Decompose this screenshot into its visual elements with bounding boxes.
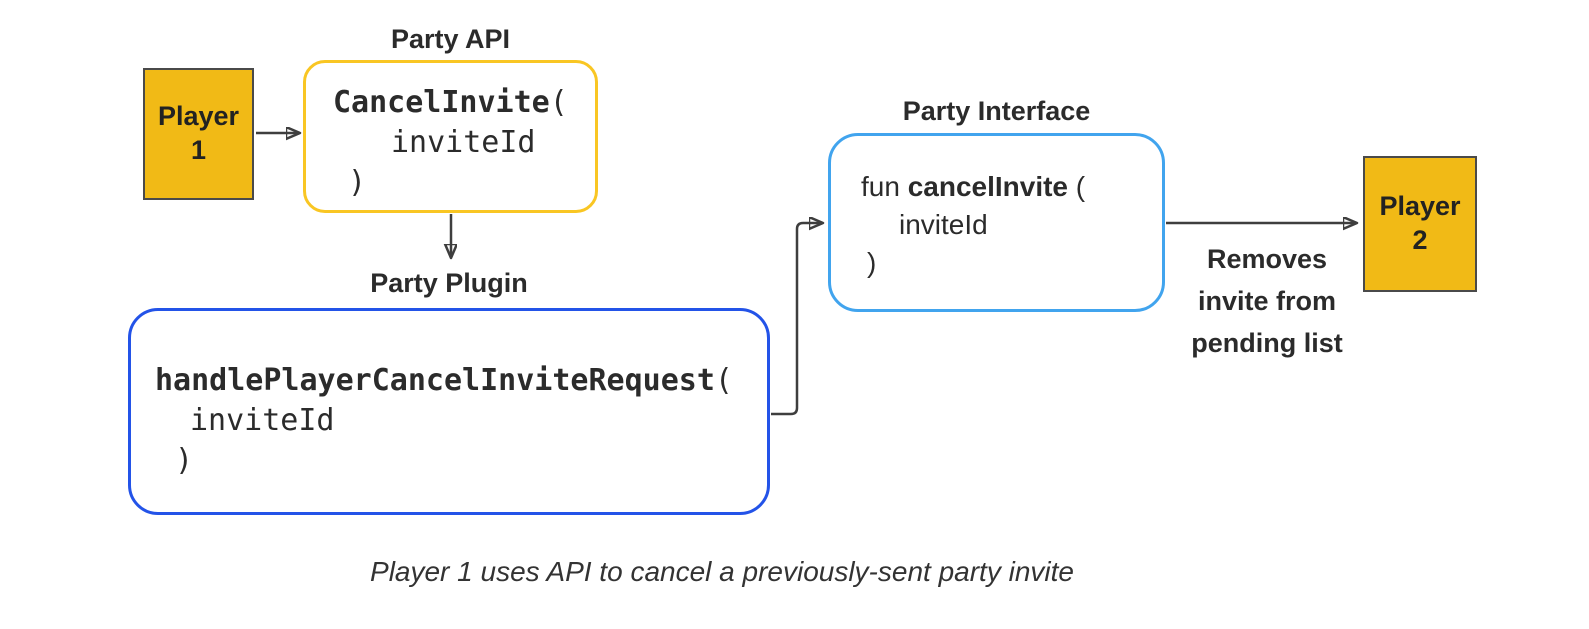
open-paren: ( bbox=[714, 363, 733, 398]
arrow-annotation: Removes invite from pending list bbox=[1191, 244, 1343, 358]
party-plugin-node: handlePlayerCancelInviteRequest( inviteI… bbox=[128, 308, 770, 515]
party-interface-close-paren: ) bbox=[867, 247, 877, 278]
party-api-close-paren: ) bbox=[348, 165, 367, 200]
party-plugin-param: inviteId bbox=[190, 403, 335, 438]
player1-node: Player 1 bbox=[143, 68, 254, 200]
player2-label: Player 2 bbox=[1379, 191, 1461, 255]
party-plugin-fn-name: handlePlayerCancelInviteRequest bbox=[155, 363, 715, 398]
player1-label: Player 1 bbox=[157, 101, 240, 165]
party-interface-fn-name: cancelInvite bbox=[907, 171, 1069, 202]
party-api-title: Party API bbox=[390, 24, 511, 54]
party-plugin-close-paren: ) bbox=[175, 443, 194, 478]
party-plugin-code-line1: handlePlayerCancelInviteRequest( bbox=[155, 361, 767, 401]
party-api-node: CancelInvite( inviteId ) bbox=[303, 60, 598, 213]
party-api-param: inviteId bbox=[391, 125, 536, 160]
party-interface-code-line1: fun cancelInvite ( bbox=[861, 168, 1162, 206]
party-interface-param: inviteId bbox=[899, 209, 988, 240]
open-paren: ( bbox=[549, 85, 568, 120]
party-api-fn-name: CancelInvite bbox=[333, 85, 550, 120]
party-api-code-line1: CancelInvite( bbox=[333, 83, 595, 123]
fun-keyword: fun bbox=[861, 171, 908, 202]
player2-node: Player 2 bbox=[1363, 156, 1477, 292]
diagram-caption: Player 1 uses API to cancel a previously… bbox=[370, 556, 1074, 587]
party-interface-node: fun cancelInvite ( inviteId ) bbox=[828, 133, 1165, 312]
open-paren: ( bbox=[1068, 171, 1086, 202]
party-interface-title: Party Interface bbox=[902, 96, 1091, 126]
party-plugin-title: Party Plugin bbox=[370, 268, 528, 298]
connector-plugin-to-interface bbox=[771, 223, 822, 416]
